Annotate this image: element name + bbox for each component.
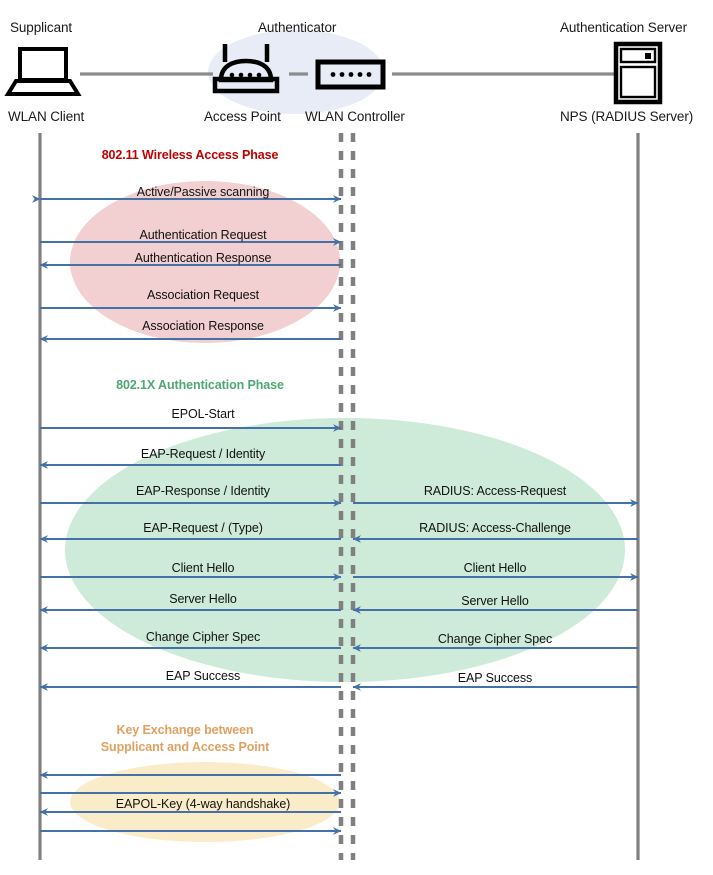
label-msg-client-hello-left: Client Hello bbox=[171, 561, 235, 575]
label-msg-eapol-start: EPOL-Start bbox=[171, 407, 235, 421]
node-label-access-point: Access Point bbox=[204, 109, 281, 124]
label-msg-authentication-response: Authentication Response bbox=[134, 251, 272, 265]
phase-802-1x-authentication-ellipse bbox=[65, 418, 625, 682]
phase-label-line: 802.1X Authentication Phase bbox=[116, 378, 284, 392]
header-authenticator: Authenticator bbox=[258, 20, 337, 35]
label-msg-active-passive-scanning: Active/Passive scanning bbox=[136, 185, 270, 199]
label-msg-server-hello-right: Server Hello bbox=[461, 594, 529, 608]
label-msg-client-hello-right: Client Hello bbox=[463, 561, 527, 575]
header-supplicant: Supplicant bbox=[10, 20, 73, 35]
phase-label-phase-802-11-wireless-access: 802.11 Wireless Access Phase bbox=[40, 147, 340, 164]
phase-label-line: Key Exchange between bbox=[116, 723, 254, 737]
phase-ellipses-group bbox=[65, 181, 625, 842]
label-msg-authentication-request: Authentication Request bbox=[139, 228, 267, 242]
node-label-wlan-client: WLAN Client bbox=[8, 109, 85, 124]
wireless-router-icon bbox=[212, 44, 280, 94]
phase-802-11-wireless-access-ellipse bbox=[70, 181, 340, 343]
label-msg-eap-request-identity: EAP-Request / Identity bbox=[140, 447, 266, 461]
lifelines-group bbox=[38, 133, 640, 860]
phase-key-exchange-ellipse bbox=[70, 762, 340, 842]
label-msg-association-response: Association Response bbox=[142, 319, 264, 333]
label-msg-eap-success-left: EAP Success bbox=[165, 669, 241, 683]
node-label-nps-radius-server: NPS (RADIUS Server) bbox=[560, 109, 694, 124]
message-arrows-group bbox=[32, 195, 639, 835]
label-msg-eap-response-identity: EAP-Response / Identity bbox=[136, 484, 270, 498]
server-tower-icon bbox=[613, 41, 663, 105]
label-msg-radius-access-challenge: RADIUS: Access-Challenge bbox=[419, 521, 571, 535]
label-msg-radius-access-request: RADIUS: Access-Request bbox=[423, 484, 567, 498]
node-label-wlan-controller: WLAN Controller bbox=[305, 109, 405, 124]
label-msg-eap-success-right: EAP Success bbox=[457, 671, 533, 685]
laptop-icon bbox=[4, 47, 82, 96]
device-icons-group bbox=[4, 41, 663, 105]
header-authentication-server: Authentication Server bbox=[560, 20, 687, 35]
label-msg-eapol-key-handshake: EAPOL-Key (4-way handshake) bbox=[115, 797, 291, 811]
label-msg-eap-request-type: EAP-Request / (Type) bbox=[143, 521, 263, 535]
phase-label-phase-802-1x-authentication: 802.1X Authentication Phase bbox=[50, 377, 350, 394]
phase-label-line: 802.11 Wireless Access Phase bbox=[101, 148, 279, 162]
network-controller-icon bbox=[315, 59, 386, 90]
label-msg-server-hello-left: Server Hello bbox=[169, 592, 237, 606]
phase-label-line: Supplicant and Access Point bbox=[100, 740, 270, 754]
label-msg-change-cipher-spec-right: Change Cipher Spec bbox=[437, 632, 553, 646]
authenticator-grouping-ellipse bbox=[208, 30, 384, 114]
label-msg-association-request: Association Request bbox=[146, 288, 260, 302]
label-msg-change-cipher-spec-left: Change Cipher Spec bbox=[145, 630, 261, 644]
